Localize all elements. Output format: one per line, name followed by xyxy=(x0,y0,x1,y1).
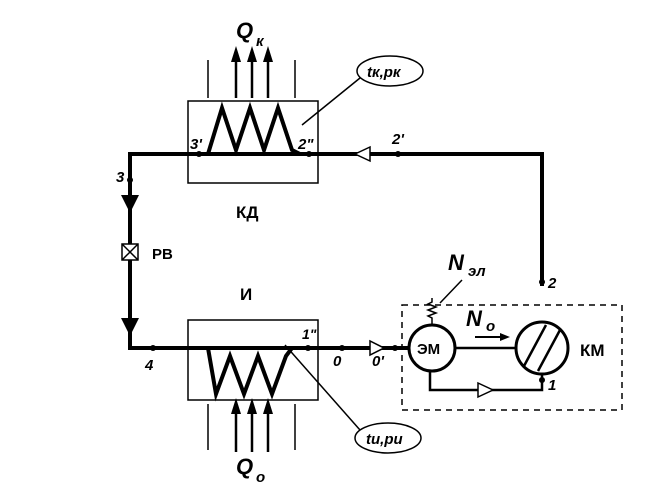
flow-arrows xyxy=(121,145,495,399)
condenser-name: КД xyxy=(236,203,259,222)
point-2: 2 xyxy=(547,275,557,292)
electric-power-subscript: эл xyxy=(468,263,486,280)
evaporator-box xyxy=(187,319,319,401)
point-0: 0 xyxy=(333,353,342,370)
compressor-name: КМ xyxy=(580,341,605,360)
electric-power-label: N xyxy=(448,250,465,275)
evaporator-param-callout xyxy=(354,422,422,454)
compressor-circle xyxy=(514,320,570,376)
evaporator-heat-subscript: о xyxy=(256,469,265,486)
point-2-prime: 2' xyxy=(391,131,404,148)
point-3: 3 xyxy=(116,169,125,186)
flow-arrow-left-lower xyxy=(121,318,139,336)
motor-name: ЭМ xyxy=(417,341,440,358)
main-loop-pipe xyxy=(128,152,544,350)
shaft-power-subscript: о xyxy=(486,318,495,335)
condenser-param-label: tк,pк xyxy=(367,64,402,81)
condenser-param-callout xyxy=(356,55,424,87)
flow-arrow-bypass xyxy=(477,381,495,399)
point-1: 1 xyxy=(548,377,556,394)
flow-arrow-suction xyxy=(369,339,386,357)
point-0-prime: 0' xyxy=(372,353,384,370)
flow-arrow-left-upper xyxy=(121,195,139,213)
electric-input-symbol xyxy=(425,298,439,325)
expansion-valve: РВ xyxy=(121,243,173,263)
condenser-coil xyxy=(200,101,308,157)
evaporator-heat-label: Q xyxy=(236,454,253,479)
point-4: 4 xyxy=(144,357,154,374)
shaft-power-label: N xyxy=(466,306,483,331)
evaporator: Q о tи,pи И xyxy=(187,285,422,486)
condenser-heat-subscript: к xyxy=(256,33,265,50)
point-1-double-prime: 1" xyxy=(302,326,317,342)
electric-input-leader xyxy=(439,279,463,304)
compressor: КМ N о xyxy=(466,306,605,376)
condenser-heat-label: Q xyxy=(236,18,253,43)
state-points: 3' 2" 2' 3 2 1 1" 4 0 0' xyxy=(116,131,557,394)
evaporator-name: И xyxy=(240,285,252,304)
evaporator-heat-arrows xyxy=(207,398,296,452)
evaporator-callout-leader xyxy=(284,344,361,431)
point-2-double-prime: 2" xyxy=(297,136,314,153)
compressor-unit-frame xyxy=(401,304,623,411)
condenser: Q к tк,pк КД xyxy=(187,18,424,222)
evaporator-param-label: tи,pи xyxy=(366,431,403,448)
point-3-prime: 3' xyxy=(190,136,202,153)
flow-arrow-top xyxy=(353,145,371,163)
condenser-heat-arrows xyxy=(207,46,296,98)
condenser-callout-leader xyxy=(301,77,361,126)
evaporator-coil xyxy=(200,346,308,402)
condenser-box xyxy=(187,100,319,184)
electric-motor: ЭМ N эл xyxy=(407,250,486,373)
valve-name: РВ xyxy=(152,246,173,263)
